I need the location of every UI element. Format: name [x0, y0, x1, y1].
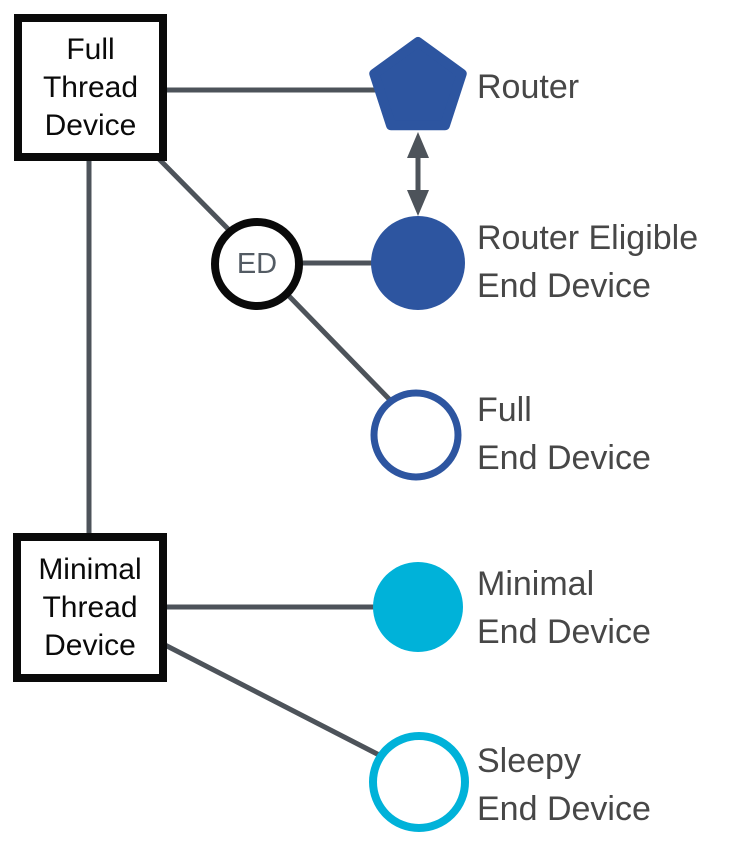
full-thread-device-box: Full Thread Device: [14, 14, 167, 161]
bidirectional-arrow-icon: [407, 132, 429, 216]
connector-mtd-sed: [163, 642, 385, 760]
router-pentagon: [369, 37, 467, 131]
router-label: Router: [477, 68, 580, 106]
minimal-thread-device-label: Minimal Thread Device: [38, 552, 142, 662]
sleepy-end-device-label: Sleepy End Device: [477, 742, 651, 828]
arrow-head-up-icon: [407, 132, 429, 158]
minimal-end-device-label: Minimal End Device: [477, 565, 651, 651]
sleepy-end-device-circle: [369, 732, 469, 832]
full-thread-device-label: Full Thread Device: [42, 32, 139, 142]
router-eligible-end-device-circle: [371, 216, 465, 310]
ed-circle: [211, 218, 303, 310]
minimal-thread-device-box: Minimal Thread Device: [13, 533, 167, 682]
arrow-head-down-icon: [407, 190, 429, 216]
full-end-device-label: Full End Device: [477, 391, 651, 477]
connector-ftd-ed: [156, 156, 234, 235]
ed-circle-label: ED: [236, 248, 278, 280]
connector-ed-fed: [285, 292, 394, 404]
minimal-end-device-circle: [373, 562, 463, 652]
router-eligible-end-device-label: Router Eligible End Device: [477, 219, 699, 305]
full-end-device-circle: [370, 389, 462, 481]
